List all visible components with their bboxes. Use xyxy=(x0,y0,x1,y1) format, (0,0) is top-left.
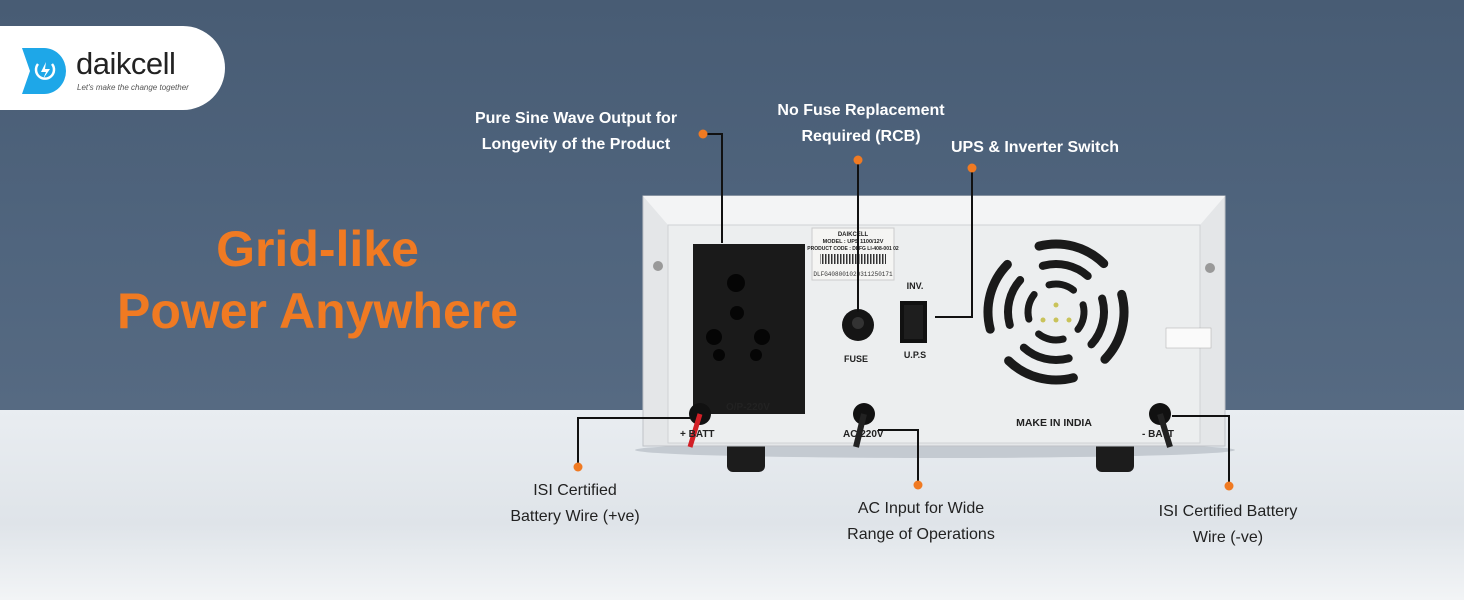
callout-dots xyxy=(573,129,1234,491)
svg-text:FUSE: FUSE xyxy=(844,354,868,364)
callout-lines xyxy=(577,133,1230,486)
callout-text: ISI Certified Battery xyxy=(1158,503,1298,520)
callout-text: Longevity of the Product xyxy=(481,136,671,153)
callout-text: No Fuse Replacement xyxy=(777,102,945,119)
screw-left xyxy=(653,261,663,271)
callout-text: UPS & Inverter Switch xyxy=(950,139,1120,156)
brand-tagline: Let's make the change together xyxy=(77,83,189,92)
callout-text: Pure Sine Wave Output for xyxy=(474,110,678,127)
svg-text:+ BATT: + BATT xyxy=(680,429,715,440)
daikcell-logo-icon xyxy=(22,48,66,94)
callout-text: Wire (-ve) xyxy=(1192,529,1264,546)
callout-ac-input: AC Input for Wide Range of Operations xyxy=(821,496,1021,548)
callout-text: Required (RCB) xyxy=(801,128,921,145)
svg-text:AC 220V: AC 220V xyxy=(843,429,884,440)
svg-text:PRODUCT CODE : DLFG LI-408-001: PRODUCT CODE : DLFG LI-408-001 02 xyxy=(807,246,899,252)
svg-text:INV.: INV. xyxy=(907,281,924,291)
svg-text:MAKE IN INDIA: MAKE IN INDIA xyxy=(1016,417,1092,429)
warranty-sticker xyxy=(1165,327,1212,349)
svg-text:U.P.S: U.P.S xyxy=(904,350,926,360)
headline-line2: Power Anywhere xyxy=(116,283,519,339)
callout-no-fuse: No Fuse Replacement Required (RCB) xyxy=(761,98,961,150)
foot-left xyxy=(727,440,765,472)
screw-right xyxy=(1205,263,1215,273)
callout-sine-wave: Pure Sine Wave Output for Longevity of t… xyxy=(456,106,696,158)
foot-right xyxy=(1096,440,1134,472)
brand-name: daikcell xyxy=(76,46,176,81)
svg-text:O/P-220V: O/P-220V xyxy=(726,402,770,413)
svg-text:DAIKCELL: DAIKCELL xyxy=(838,232,869,238)
svg-text:- BATT: - BATT xyxy=(1142,429,1174,440)
callout-text: ISI Certified xyxy=(533,482,617,499)
callout-text: AC Input for Wide xyxy=(857,500,985,517)
output-socket xyxy=(693,244,805,414)
callout-text: Range of Operations xyxy=(847,526,995,543)
callout-switch: UPS & Inverter Switch xyxy=(935,135,1135,161)
svg-text:MODEL : UPS 1100/12V: MODEL : UPS 1100/12V xyxy=(823,239,884,245)
callout-battery-negative: ISI Certified Battery Wire (-ve) xyxy=(1128,499,1328,551)
svg-text:DLFG408001020311250171: DLFG408001020311250171 xyxy=(813,271,893,278)
callout-battery-positive: ISI Certified Battery Wire (+ve) xyxy=(490,478,660,530)
callout-text: Battery Wire (+ve) xyxy=(510,508,640,525)
fan-grille xyxy=(983,239,1129,385)
headline-line1: Grid-like xyxy=(216,221,419,277)
